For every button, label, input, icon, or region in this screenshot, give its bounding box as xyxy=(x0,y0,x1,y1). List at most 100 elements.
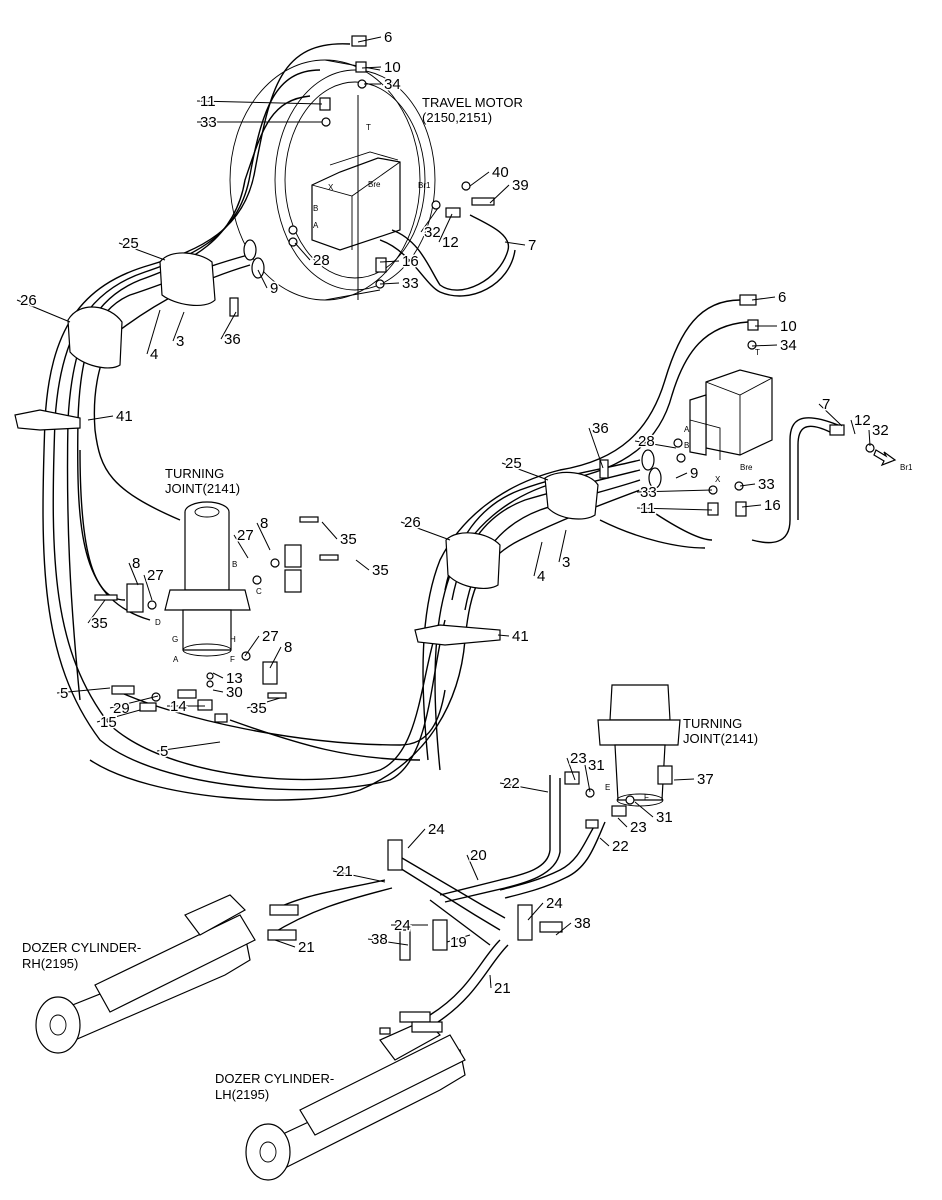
part-number-6: 6 xyxy=(384,29,392,46)
turning-joint-upper xyxy=(164,501,251,657)
part-number-33: 33 xyxy=(402,275,419,292)
part-number-7: 7 xyxy=(822,396,830,413)
leader-line xyxy=(367,938,409,946)
fitting xyxy=(375,257,387,273)
leader-line xyxy=(739,483,756,487)
fitting xyxy=(625,795,635,805)
fitting xyxy=(206,680,214,688)
fitting xyxy=(206,672,214,680)
part-number-8: 8 xyxy=(260,515,268,532)
clamp-41-right xyxy=(414,624,501,646)
dozer-cylinder-lh xyxy=(245,1019,466,1181)
part-number-21: 21 xyxy=(494,980,511,997)
part-number-21: 21 xyxy=(336,863,353,880)
fitting xyxy=(262,661,278,685)
fitting xyxy=(252,575,262,585)
leader-line xyxy=(533,541,543,577)
leader-line xyxy=(741,504,762,508)
part-number-15: 15 xyxy=(100,714,117,731)
leader-line xyxy=(868,429,871,447)
clamp-26-right xyxy=(445,532,501,589)
fitting xyxy=(707,502,719,516)
fitting xyxy=(747,340,757,350)
part-number-36: 36 xyxy=(224,331,241,348)
travel-motor-left xyxy=(229,59,436,301)
part-number-41: 41 xyxy=(116,408,133,425)
leader-line xyxy=(156,741,221,752)
fitting xyxy=(471,197,495,206)
fitting xyxy=(299,516,319,523)
port-letter-t: T xyxy=(366,123,371,132)
port-letter-b: B xyxy=(313,204,318,213)
port-letter-b: B xyxy=(684,441,689,450)
leader-line xyxy=(355,559,370,571)
leader-line xyxy=(143,574,153,601)
part-number-22: 22 xyxy=(612,838,629,855)
part-number-27: 27 xyxy=(262,628,279,645)
fittings-layer xyxy=(94,35,875,1035)
fitting xyxy=(197,699,213,711)
part-number-28: 28 xyxy=(313,252,330,269)
leader-line xyxy=(357,36,382,43)
dozer-lh-title-2: LH(2195) xyxy=(215,1087,269,1102)
port-letter-a: A xyxy=(684,425,690,434)
leader-line xyxy=(634,440,677,449)
part-number-35: 35 xyxy=(91,615,108,632)
fitting xyxy=(379,1027,391,1035)
leader-line xyxy=(420,207,439,233)
fitting xyxy=(539,921,563,933)
leader-line xyxy=(588,427,604,469)
leader-line xyxy=(499,782,549,793)
port-letter-b: B xyxy=(232,560,237,569)
dozer-cylinder-rh xyxy=(35,894,256,1054)
leader-line xyxy=(379,260,400,263)
part-number-4: 4 xyxy=(537,568,545,585)
part-number-38: 38 xyxy=(574,915,591,932)
leader-line xyxy=(566,757,576,781)
part-number-3: 3 xyxy=(562,554,570,571)
port-letter-t: T xyxy=(755,348,760,357)
fitting xyxy=(270,558,280,568)
arrow-br1-label: Br1 xyxy=(900,463,913,472)
leader-line xyxy=(212,672,224,679)
fitting xyxy=(241,651,251,661)
part-number-19: 19 xyxy=(450,934,467,951)
part-number-27: 27 xyxy=(147,567,164,584)
turning-joint-1-title-2: JOINT(2141) xyxy=(165,481,240,496)
part-number-34: 34 xyxy=(384,76,401,93)
leader-line xyxy=(87,415,114,421)
leader-line xyxy=(109,695,159,709)
leader-line xyxy=(294,242,311,261)
port-letter-bre: Bre xyxy=(740,463,753,472)
part-number-20: 20 xyxy=(470,847,487,864)
port-letter-f: F xyxy=(644,793,649,802)
bracket-24-a xyxy=(387,839,403,871)
part-number-8: 8 xyxy=(132,555,140,572)
fitting xyxy=(585,819,599,829)
leader-line xyxy=(233,534,249,559)
clamp-26-left xyxy=(67,306,123,369)
leader-line xyxy=(321,521,338,540)
leader-line xyxy=(636,507,713,511)
leader-line xyxy=(269,646,282,669)
leader-line xyxy=(599,837,610,847)
port-letter-a: A xyxy=(173,655,179,664)
fitting xyxy=(351,35,367,47)
fitting xyxy=(829,424,845,436)
part-number-33: 33 xyxy=(640,484,657,501)
port-letter-c: C xyxy=(256,587,262,596)
leader-line xyxy=(332,870,386,883)
part-number-40: 40 xyxy=(492,164,509,181)
port-letter-x: X xyxy=(715,475,721,484)
part-number-31: 31 xyxy=(656,809,673,826)
fitting xyxy=(461,181,471,191)
leader-line xyxy=(850,419,856,435)
flange-9-left xyxy=(243,239,265,279)
fitting xyxy=(431,200,441,210)
fitting xyxy=(445,207,461,218)
leader-line xyxy=(96,709,141,723)
leader-line xyxy=(438,213,453,243)
travel-motor-title-2: (2150,2151) xyxy=(422,110,492,125)
clamp-25-right xyxy=(544,471,599,520)
